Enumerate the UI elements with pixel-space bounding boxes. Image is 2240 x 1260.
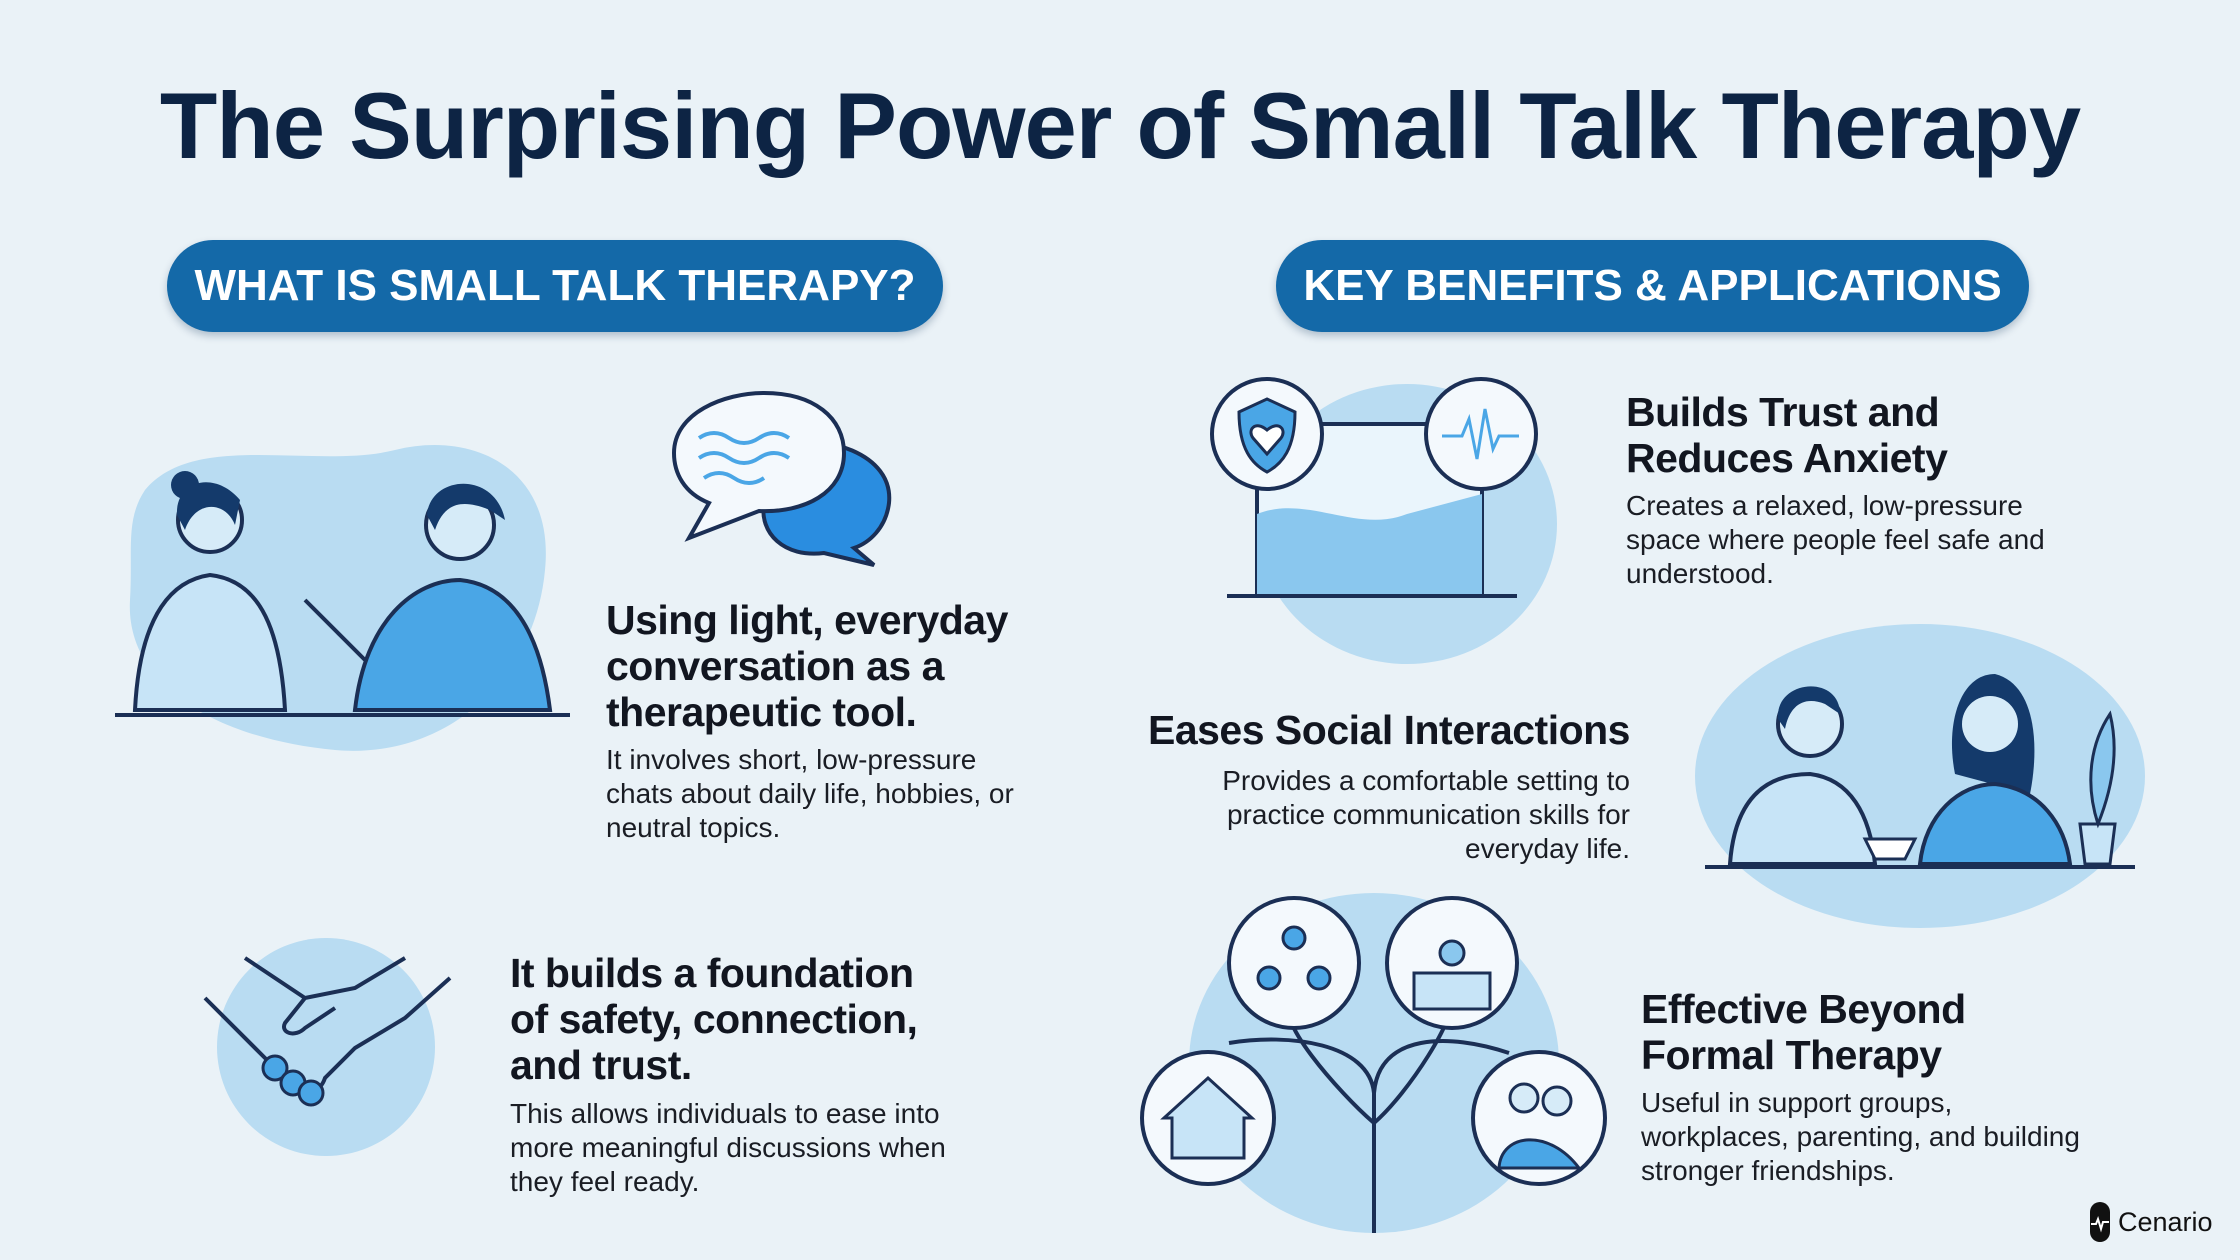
effective-beyond-body: Useful in support groups, workplaces, pa… — [1641, 1087, 2080, 1186]
brand-logo: Cenario — [2090, 1202, 2213, 1242]
section-pill-benefits: KEY BENEFITS & APPLICATIONS — [1276, 240, 2029, 332]
cafe-conversation-illustration — [1695, 624, 2145, 928]
effective-beyond-heading: Effective Beyond Formal Therapy — [1641, 986, 1966, 1078]
applications-tree-illustration — [1140, 893, 1607, 1233]
using-light-body: It involves short, low-pressure chats ab… — [606, 744, 1014, 843]
speech-bubbles-icon — [671, 390, 892, 567]
page-title: The Surprising Power of Small Talk Thera… — [159, 73, 2081, 178]
handshake-icon — [203, 938, 452, 1156]
trust-window-illustration — [1210, 377, 1557, 664]
foundation-heading: It builds a foundation of safety, connec… — [510, 950, 918, 1088]
builds-trust-body: Creates a relaxed, low-pressure space wh… — [1626, 490, 2045, 589]
conversation-illustration — [115, 445, 570, 751]
builds-trust-heading: Builds Trust and Reduces Anxiety — [1626, 389, 1948, 481]
eases-social-body: Provides a comfortable setting to practi… — [1222, 765, 1630, 864]
cenario-logo-icon — [2090, 1202, 2110, 1242]
brand-name: Cenario — [2118, 1206, 2213, 1237]
section-pill-what-is: WHAT IS SMALL TALK THERAPY? — [167, 240, 943, 332]
using-light-heading: Using light, everyday conversation as a … — [606, 597, 1008, 735]
foundation-body: This allows individuals to ease into mor… — [510, 1098, 946, 1197]
eases-social-heading: Eases Social Interactions — [1147, 707, 1631, 753]
